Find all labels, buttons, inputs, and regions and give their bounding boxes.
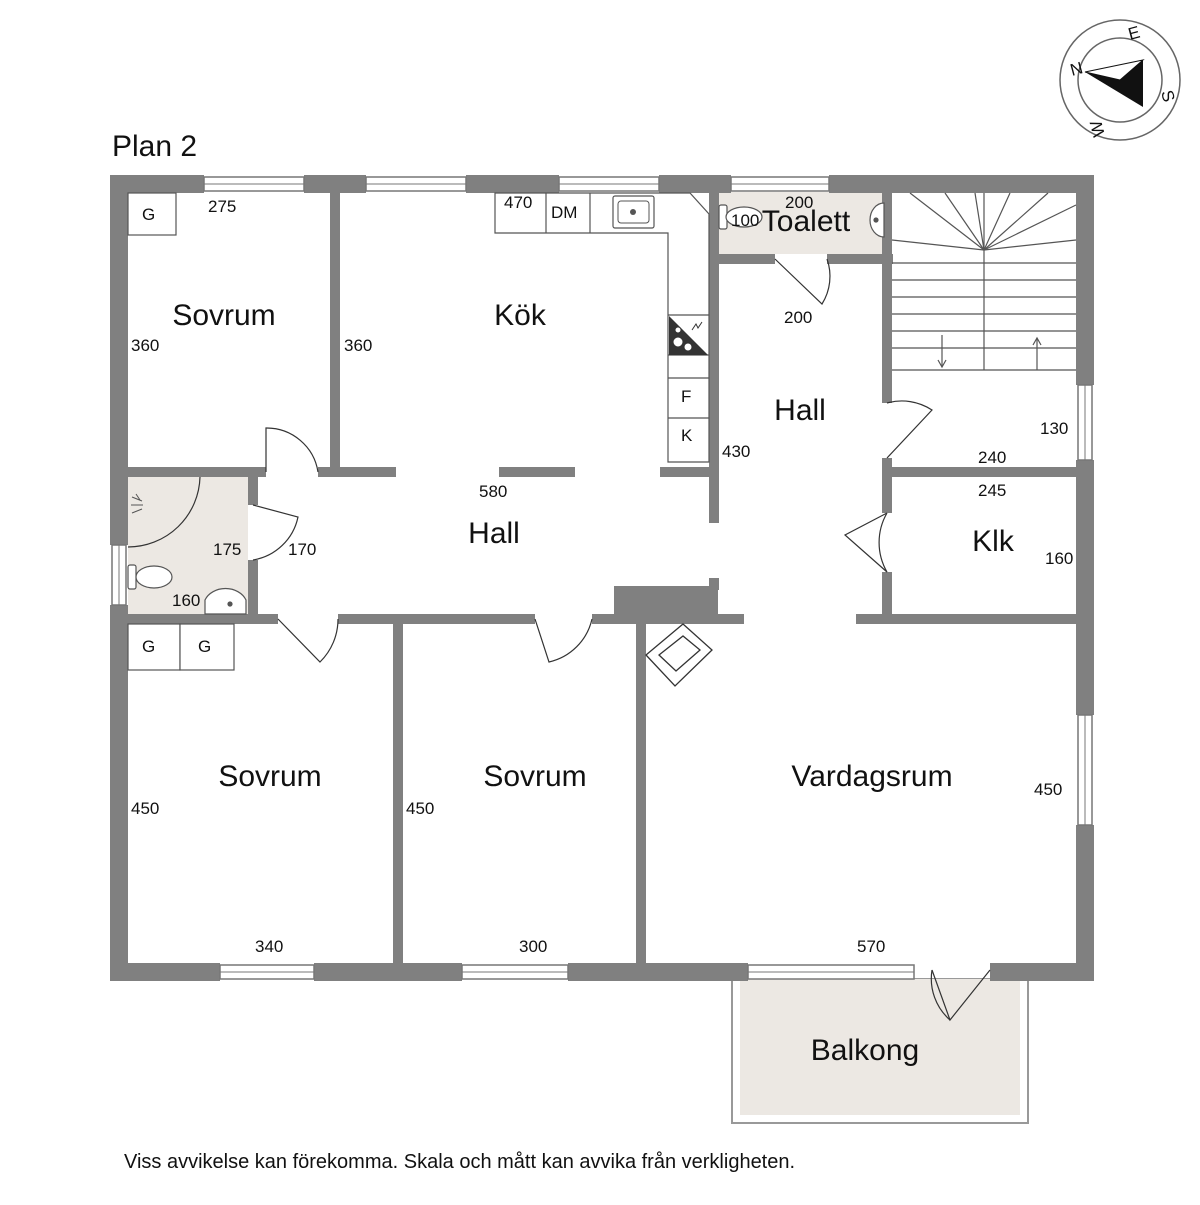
dim-160-klk: 160	[1045, 549, 1073, 568]
plan-title: Plan 2	[112, 130, 197, 163]
wardrobe-label-sw1: G	[142, 637, 155, 656]
walls	[110, 175, 1094, 981]
stairs	[891, 192, 1077, 371]
dim-430: 430	[722, 442, 750, 461]
stove-icon	[669, 316, 708, 355]
room-klk: Klk	[972, 525, 1015, 558]
dim-450-sw: 450	[131, 799, 159, 818]
dishwasher-label: DM	[551, 203, 577, 222]
room-vardagsrum: Vardagsrum	[791, 760, 952, 793]
room-kok: Kök	[494, 299, 547, 332]
room-balkong: Balkong	[811, 1034, 919, 1067]
toalett-sink-icon	[869, 202, 885, 238]
dim-360-kok: 360	[344, 336, 372, 355]
room-sovrum-sw: Sovrum	[218, 760, 321, 793]
freezer-label: F	[681, 387, 691, 406]
fireplace-icon	[645, 623, 713, 687]
room-toalett: Toalett	[762, 205, 851, 238]
bath-toilet-icon	[127, 564, 173, 590]
room-hall-center: Hall	[468, 517, 520, 550]
window-midlines	[118, 183, 1086, 973]
dim-130: 130	[1040, 419, 1068, 438]
room-hall-right: Hall	[774, 394, 826, 427]
dim-160-bath: 160	[172, 591, 200, 610]
dim-580: 580	[479, 482, 507, 501]
doors	[127, 258, 991, 1022]
dim-170: 170	[288, 540, 316, 559]
balcony-floor	[740, 979, 1020, 1115]
kitchen-sink-icon	[612, 195, 655, 229]
dim-360-sovrum: 360	[131, 336, 159, 355]
dim-450-vardagsrum: 450	[1034, 780, 1062, 799]
wardrobes	[127, 192, 235, 671]
compass-e: E	[1126, 23, 1142, 44]
dim-300: 300	[519, 937, 547, 956]
disclaimer: Viss avvikelse kan förekomma. Skala och …	[124, 1151, 795, 1173]
kitchen-counter	[494, 192, 710, 463]
compass-w: W	[1086, 118, 1109, 138]
shower-icon	[131, 493, 143, 514]
dim-100: 100	[731, 211, 759, 230]
dim-200-hall: 200	[784, 308, 812, 327]
dim-200-toalett: 200	[785, 193, 813, 212]
dim-340: 340	[255, 937, 283, 956]
dim-450-s: 450	[406, 799, 434, 818]
dim-470: 470	[504, 193, 532, 212]
dim-275: 275	[208, 197, 236, 216]
fridge-label: K	[681, 426, 693, 445]
room-sovrum-s: Sovrum	[483, 760, 586, 793]
dim-570: 570	[857, 937, 885, 956]
bath-sink-icon	[204, 587, 247, 615]
wardrobe-label-sw2: G	[198, 637, 211, 656]
compass-s: S	[1157, 88, 1178, 104]
dim-175: 175	[213, 540, 241, 559]
toilet-icon	[718, 204, 763, 230]
dim-245: 245	[978, 481, 1006, 500]
room-sovrum-nw: Sovrum	[172, 299, 275, 332]
compass: N E S W	[1059, 19, 1181, 141]
wardrobe-label-nw: G	[142, 205, 155, 224]
dim-240: 240	[978, 448, 1006, 467]
compass-n: N	[1068, 58, 1085, 80]
